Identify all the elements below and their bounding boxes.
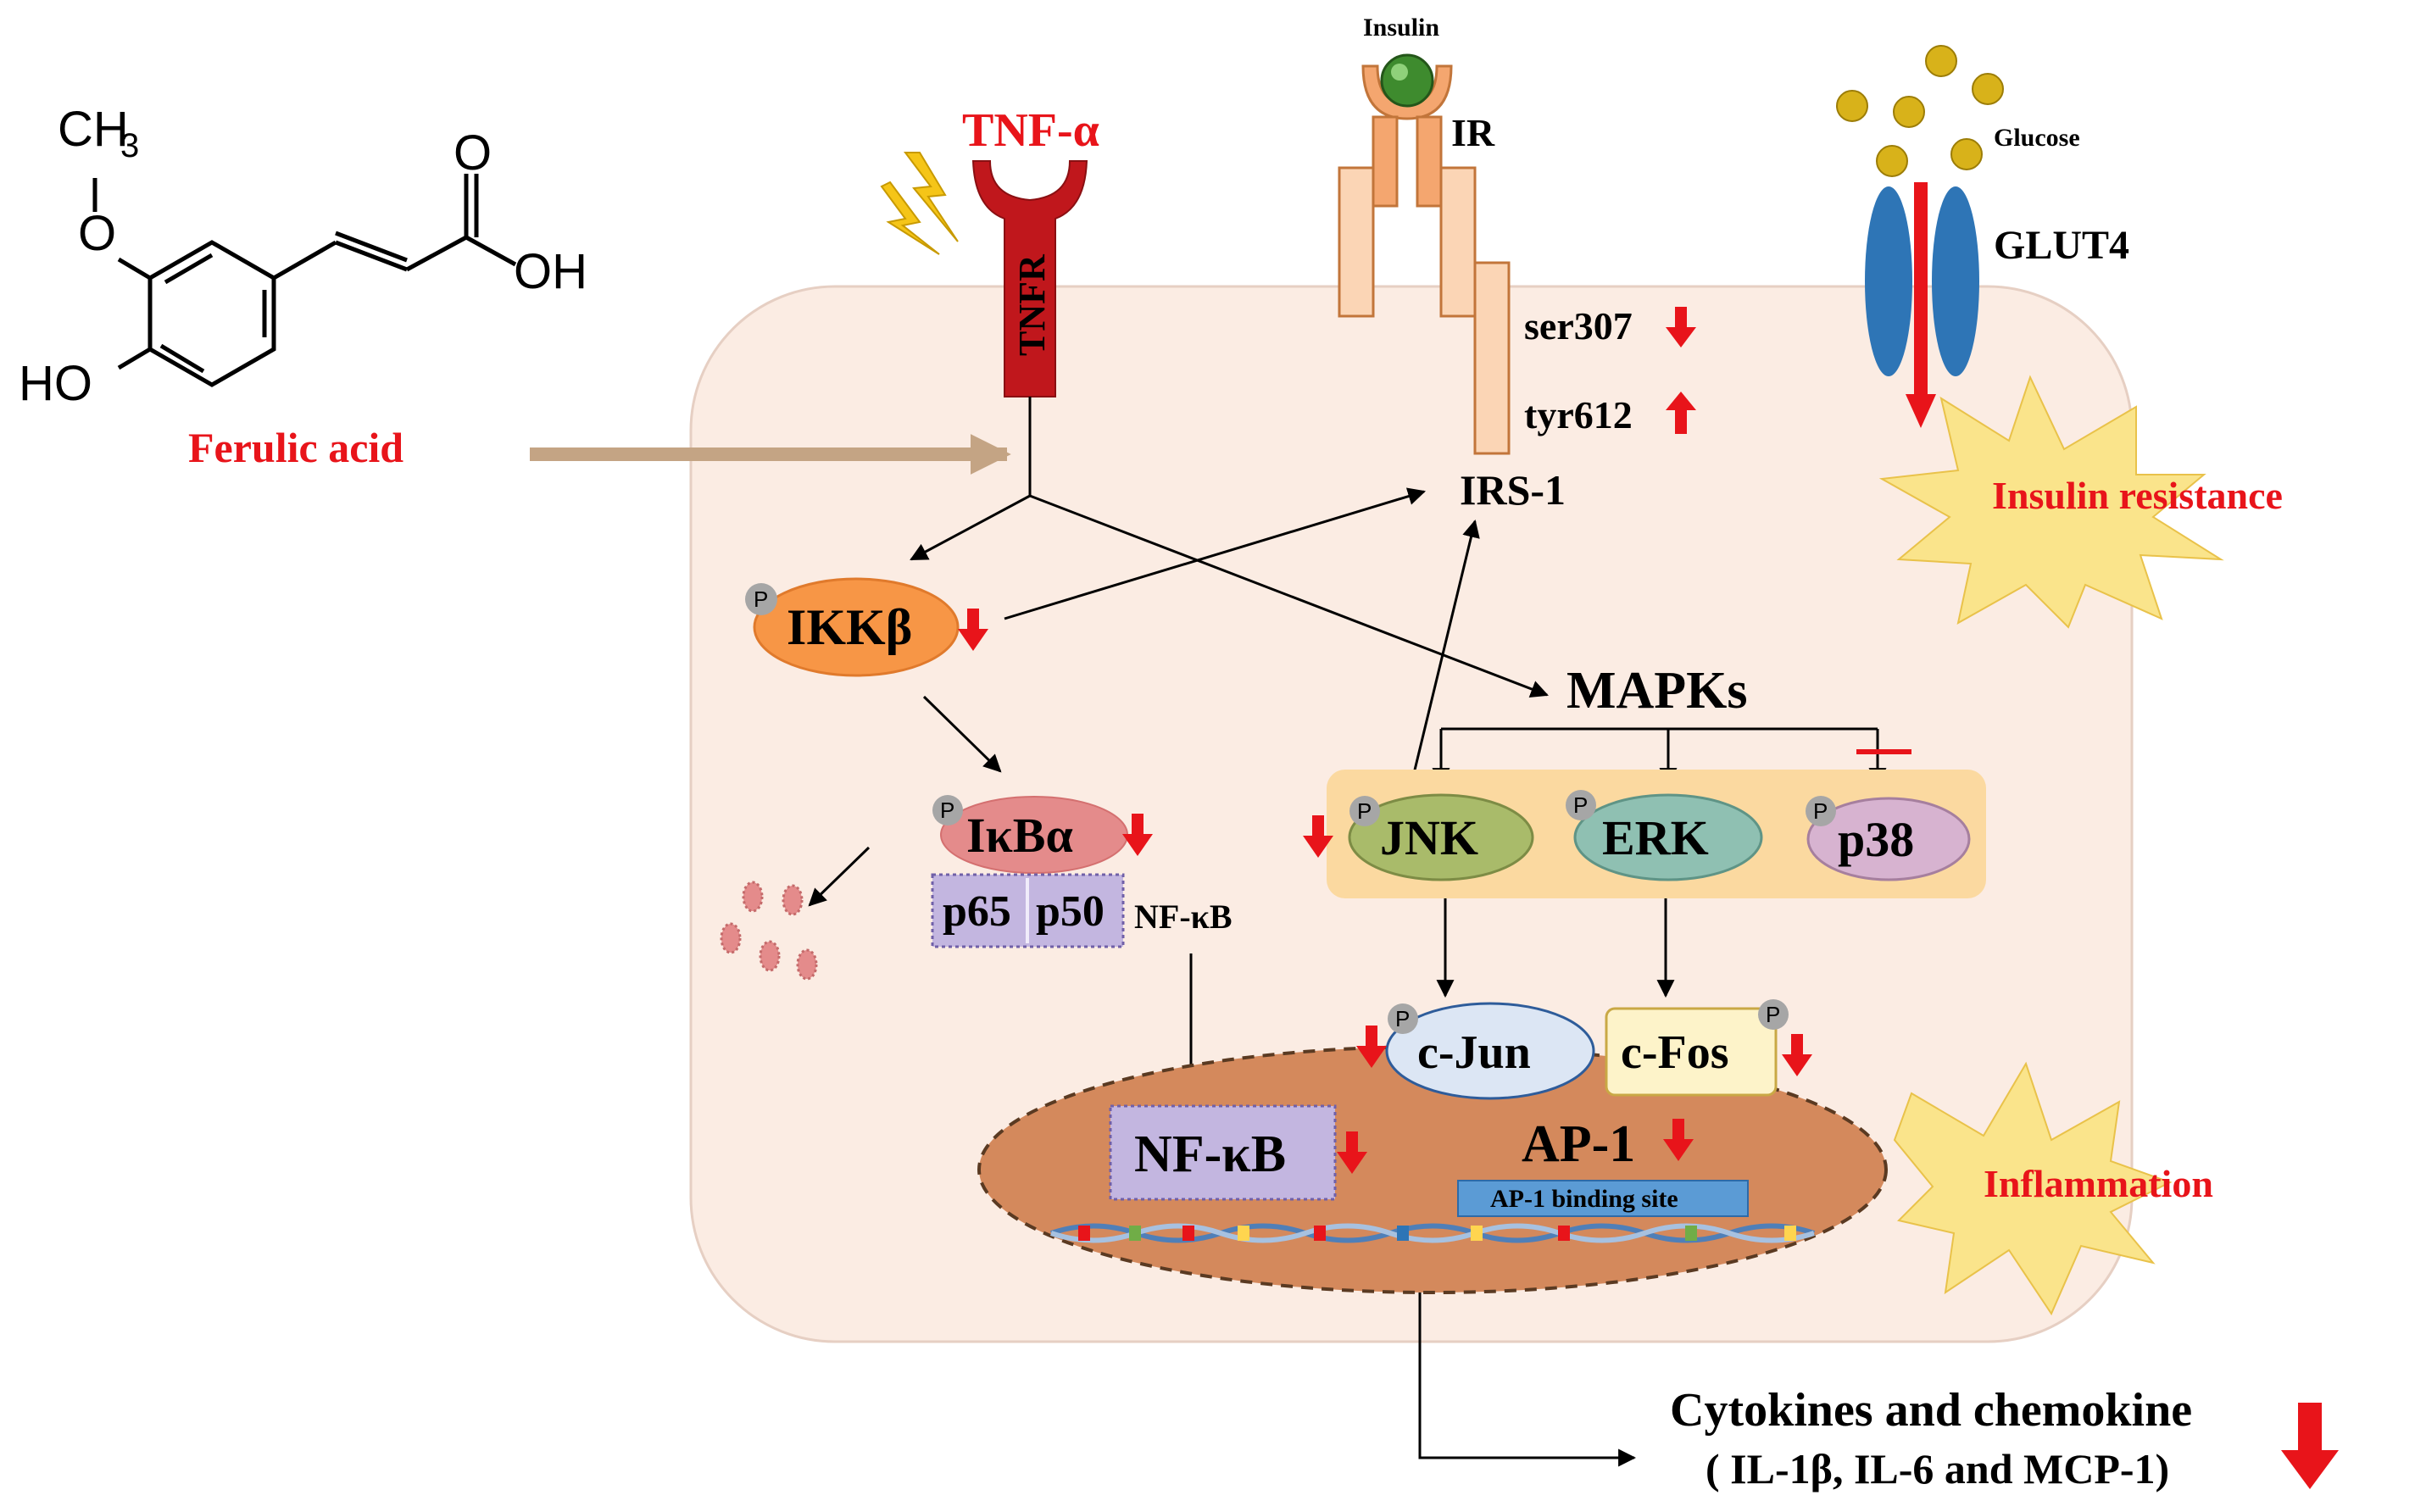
nuclear-nfkb-box <box>1109 1104 1337 1201</box>
p38-label: p38 <box>1838 812 1914 867</box>
ap1-binding-site-label: AP-1 binding site <box>1490 1185 1678 1213</box>
p38-node <box>1806 797 1971 881</box>
tyr612-label: tyr612 <box>1524 393 1633 436</box>
ch3-subscript: 3 <box>120 127 139 164</box>
glucose-label: Glucose <box>1994 124 2080 152</box>
ikkb-phospho-label: P <box>754 586 768 612</box>
glucose-molecules <box>1836 45 2004 177</box>
down-arrow-icon <box>958 609 988 651</box>
p38-phospho-label: P <box>1813 798 1828 824</box>
inflammation-label: Inflammation <box>1984 1162 2213 1205</box>
ikkb-label: IKKβ <box>787 599 912 655</box>
erk-node <box>1573 793 1763 881</box>
phenol-ho-label: HO <box>19 356 92 411</box>
erk-phospho-icon <box>1566 790 1596 820</box>
glut4-label: GLUT4 <box>1994 223 2129 268</box>
down-arrow-icon <box>1782 1034 1812 1076</box>
ap1-label: AP-1 <box>1522 1115 1635 1173</box>
glut4-channel <box>1914 182 1928 398</box>
cfos-label: c-Fos <box>1621 1026 1729 1079</box>
insulin-resistance-label: Insulin resistance <box>1992 474 2283 517</box>
insulin-receptor <box>1338 64 1511 455</box>
insulin-highlight <box>1391 64 1408 81</box>
glut4-left <box>1865 186 1912 376</box>
p38-phospho-icon <box>1806 796 1836 826</box>
tnfr-label: TNFR <box>1011 253 1053 356</box>
lightning-icon <box>880 152 959 255</box>
red-regulation-arrows <box>958 307 2339 1489</box>
irs1-label: IRS-1 <box>1460 466 1566 514</box>
glut4-arrow <box>1906 394 1936 428</box>
ether-oxygen-label: O <box>78 206 116 261</box>
cfos-phospho-label: P <box>1766 1002 1780 1027</box>
jnk-node <box>1348 793 1534 881</box>
down-arrow-icon <box>2281 1403 2339 1489</box>
ikba-phospho-icon <box>932 795 963 825</box>
down-arrow-icon <box>1666 307 1696 347</box>
insulin-resistance-starburst <box>1878 375 2224 629</box>
cfos-phospho-icon <box>1758 999 1789 1030</box>
jnk-phospho-label: P <box>1357 798 1372 824</box>
mapks-label: MAPKs <box>1566 662 1748 720</box>
ap1-binding-site <box>1457 1180 1749 1217</box>
insulin-label: Insulin <box>1363 14 1439 42</box>
ir-label: IR <box>1451 111 1495 154</box>
ser307-label: ser307 <box>1524 304 1633 347</box>
tnf-alpha-label: TNF-α <box>962 104 1099 157</box>
ferulic-acid-structure <box>92 174 517 387</box>
nuclear-nfkb-label: NF-κB <box>1134 1126 1286 1183</box>
ferulic-acid-label: Ferulic acid <box>188 424 403 471</box>
down-arrow-icon <box>1337 1131 1367 1174</box>
ikkb-node <box>753 577 960 677</box>
cjun-phospho-icon <box>1388 1003 1418 1034</box>
tnfr-receptor <box>971 160 1088 397</box>
degraded-ikba-icon <box>720 881 818 981</box>
inflammation-starburst <box>1893 1061 2173 1316</box>
cjun-phospho-label: P <box>1395 1006 1410 1031</box>
cfos-node <box>1605 1007 1778 1097</box>
carbonyl-oxygen-label: O <box>454 125 492 181</box>
down-arrow-icon <box>1663 1119 1694 1161</box>
cjun-node <box>1385 1002 1595 1100</box>
down-arrow-icon <box>1356 1026 1387 1068</box>
dna-strand-icon <box>1050 1223 1815 1243</box>
signaling-arrows <box>808 397 1887 1467</box>
cjun-label: c-Jun <box>1417 1026 1531 1079</box>
up-arrow-icon <box>1666 392 1696 434</box>
insulin-molecule-icon <box>1380 53 1434 108</box>
jnk-label: JNK <box>1380 810 1478 865</box>
erk-phospho-label: P <box>1573 792 1588 818</box>
acid-oh-label: OH <box>514 244 587 299</box>
ikkb-phospho-icon <box>745 583 777 615</box>
down-arrow-icon <box>1303 815 1333 858</box>
glut4-right <box>1932 186 1979 376</box>
down-arrow-icon <box>1122 814 1153 856</box>
p65-label: p65 <box>943 887 1011 936</box>
p50-label: p50 <box>1036 887 1105 936</box>
jnk-phospho-icon <box>1349 796 1380 826</box>
ch3-label: CH <box>58 102 129 157</box>
ikba-label: IκBα <box>966 808 1073 863</box>
nfkb-complex-label: NF-κB <box>1134 898 1233 936</box>
ikba-phospho-label: P <box>940 798 954 823</box>
cytokines-line1: Cytokines and chemokine <box>1670 1384 2192 1437</box>
cytokines-line2: ( IL-1β, IL-6 and MCP-1) <box>1706 1445 2169 1493</box>
erk-label: ERK <box>1602 810 1709 865</box>
